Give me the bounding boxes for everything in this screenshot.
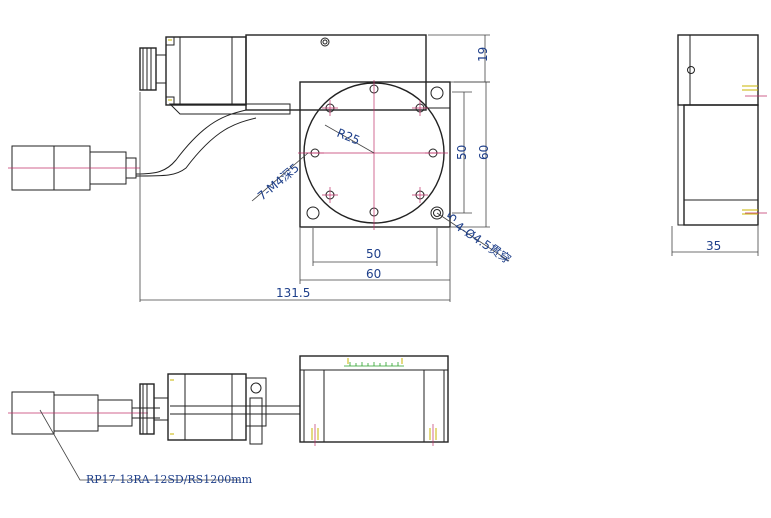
callout-through-holes: 4-Ø4.5贯穿 [452,218,514,267]
dim-top-overhang: 19 [476,47,490,62]
top-view: 19 50 60 5 50 60 131.5 R25 7-M4深5 4-Ø4.5… [8,34,514,302]
dim-side-width: 35 [706,239,721,253]
front-view: RP17-13RA-12SD/RS1200mm [8,355,449,486]
dim-inner-width: 50 [366,247,381,261]
dim-outer-width: 60 [366,267,381,281]
callout-cable: RP17-13RA-12SD/RS1200mm [86,473,253,486]
knob [139,47,157,91]
dim-overall-length: 131.5 [276,286,310,300]
dim-inner-height: 50 [455,145,469,160]
dim-outer-height: 60 [477,145,491,160]
motor-body [165,36,247,106]
gear-housing [245,34,427,111]
side-view: 35 [671,34,767,256]
stage-plate [299,81,451,228]
callout-tapped-holes: 7-M4深5 [255,161,302,204]
dim-radius: R25 [335,126,362,148]
